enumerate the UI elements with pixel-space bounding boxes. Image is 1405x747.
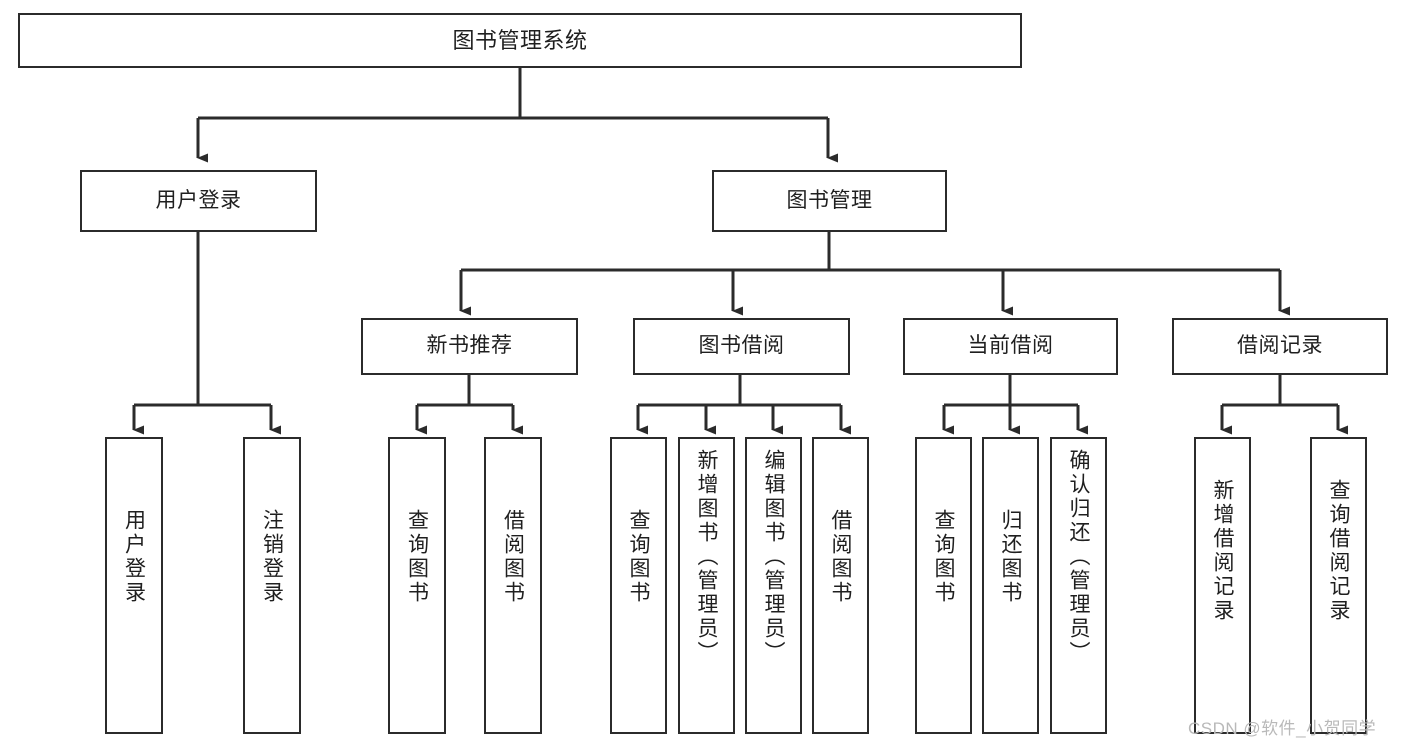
node-label: 用户登录 <box>122 509 146 605</box>
node-leaf-add-record[interactable]: 新增借阅记录 <box>1194 437 1251 734</box>
node-leaf-borrow-book-2[interactable]: 借阅图书 <box>812 437 869 734</box>
node-leaf-query-book-1[interactable]: 查询图书 <box>388 437 446 734</box>
node-label: 编辑图书（管理员） <box>762 449 785 665</box>
node-leaf-confirm-return[interactable]: 确认归还（管理员） <box>1050 437 1107 734</box>
node-label: 查询图书 <box>627 509 650 605</box>
node-label: 图书管理 <box>786 188 873 212</box>
node-label: 借阅图书 <box>829 509 852 605</box>
node-leaf-edit-book[interactable]: 编辑图书（管理员） <box>745 437 802 734</box>
node-root-system[interactable]: 图书管理系统 <box>18 13 1022 68</box>
node-current-borrow[interactable]: 当前借阅 <box>903 318 1118 375</box>
node-label: 借阅记录 <box>1237 334 1323 358</box>
node-leaf-query-record[interactable]: 查询借阅记录 <box>1310 437 1367 734</box>
node-label: 新增图书（管理员） <box>695 449 718 665</box>
node-label: 查询图书 <box>932 509 955 605</box>
node-borrow-record[interactable]: 借阅记录 <box>1172 318 1388 375</box>
node-leaf-query-book-2[interactable]: 查询图书 <box>610 437 667 734</box>
node-user-login[interactable]: 用户登录 <box>80 170 317 232</box>
node-label: 新增借阅记录 <box>1211 479 1234 623</box>
node-label: 归还图书 <box>999 509 1022 605</box>
node-label: 图书借阅 <box>698 334 785 358</box>
node-leaf-user-login[interactable]: 用户登录 <box>105 437 163 734</box>
node-label: 注销登录 <box>260 509 284 605</box>
node-leaf-return-book[interactable]: 归还图书 <box>982 437 1039 734</box>
node-leaf-query-book-3[interactable]: 查询图书 <box>915 437 972 734</box>
node-label: 新书推荐 <box>426 334 513 358</box>
node-label: 图书管理系统 <box>452 27 588 53</box>
node-label: 确认归还（管理员） <box>1067 449 1090 665</box>
node-label: 查询图书 <box>405 509 429 605</box>
node-leaf-user-logout[interactable]: 注销登录 <box>243 437 301 734</box>
node-new-book-recommend[interactable]: 新书推荐 <box>361 318 578 375</box>
node-label: 用户登录 <box>155 188 242 212</box>
node-label: 借阅图书 <box>501 509 525 605</box>
node-book-borrow[interactable]: 图书借阅 <box>633 318 850 375</box>
node-book-manage[interactable]: 图书管理 <box>712 170 947 232</box>
node-label: 查询借阅记录 <box>1327 479 1350 623</box>
node-leaf-borrow-book-1[interactable]: 借阅图书 <box>484 437 542 734</box>
node-label: 当前借阅 <box>967 334 1054 358</box>
node-leaf-add-book[interactable]: 新增图书（管理员） <box>678 437 735 734</box>
